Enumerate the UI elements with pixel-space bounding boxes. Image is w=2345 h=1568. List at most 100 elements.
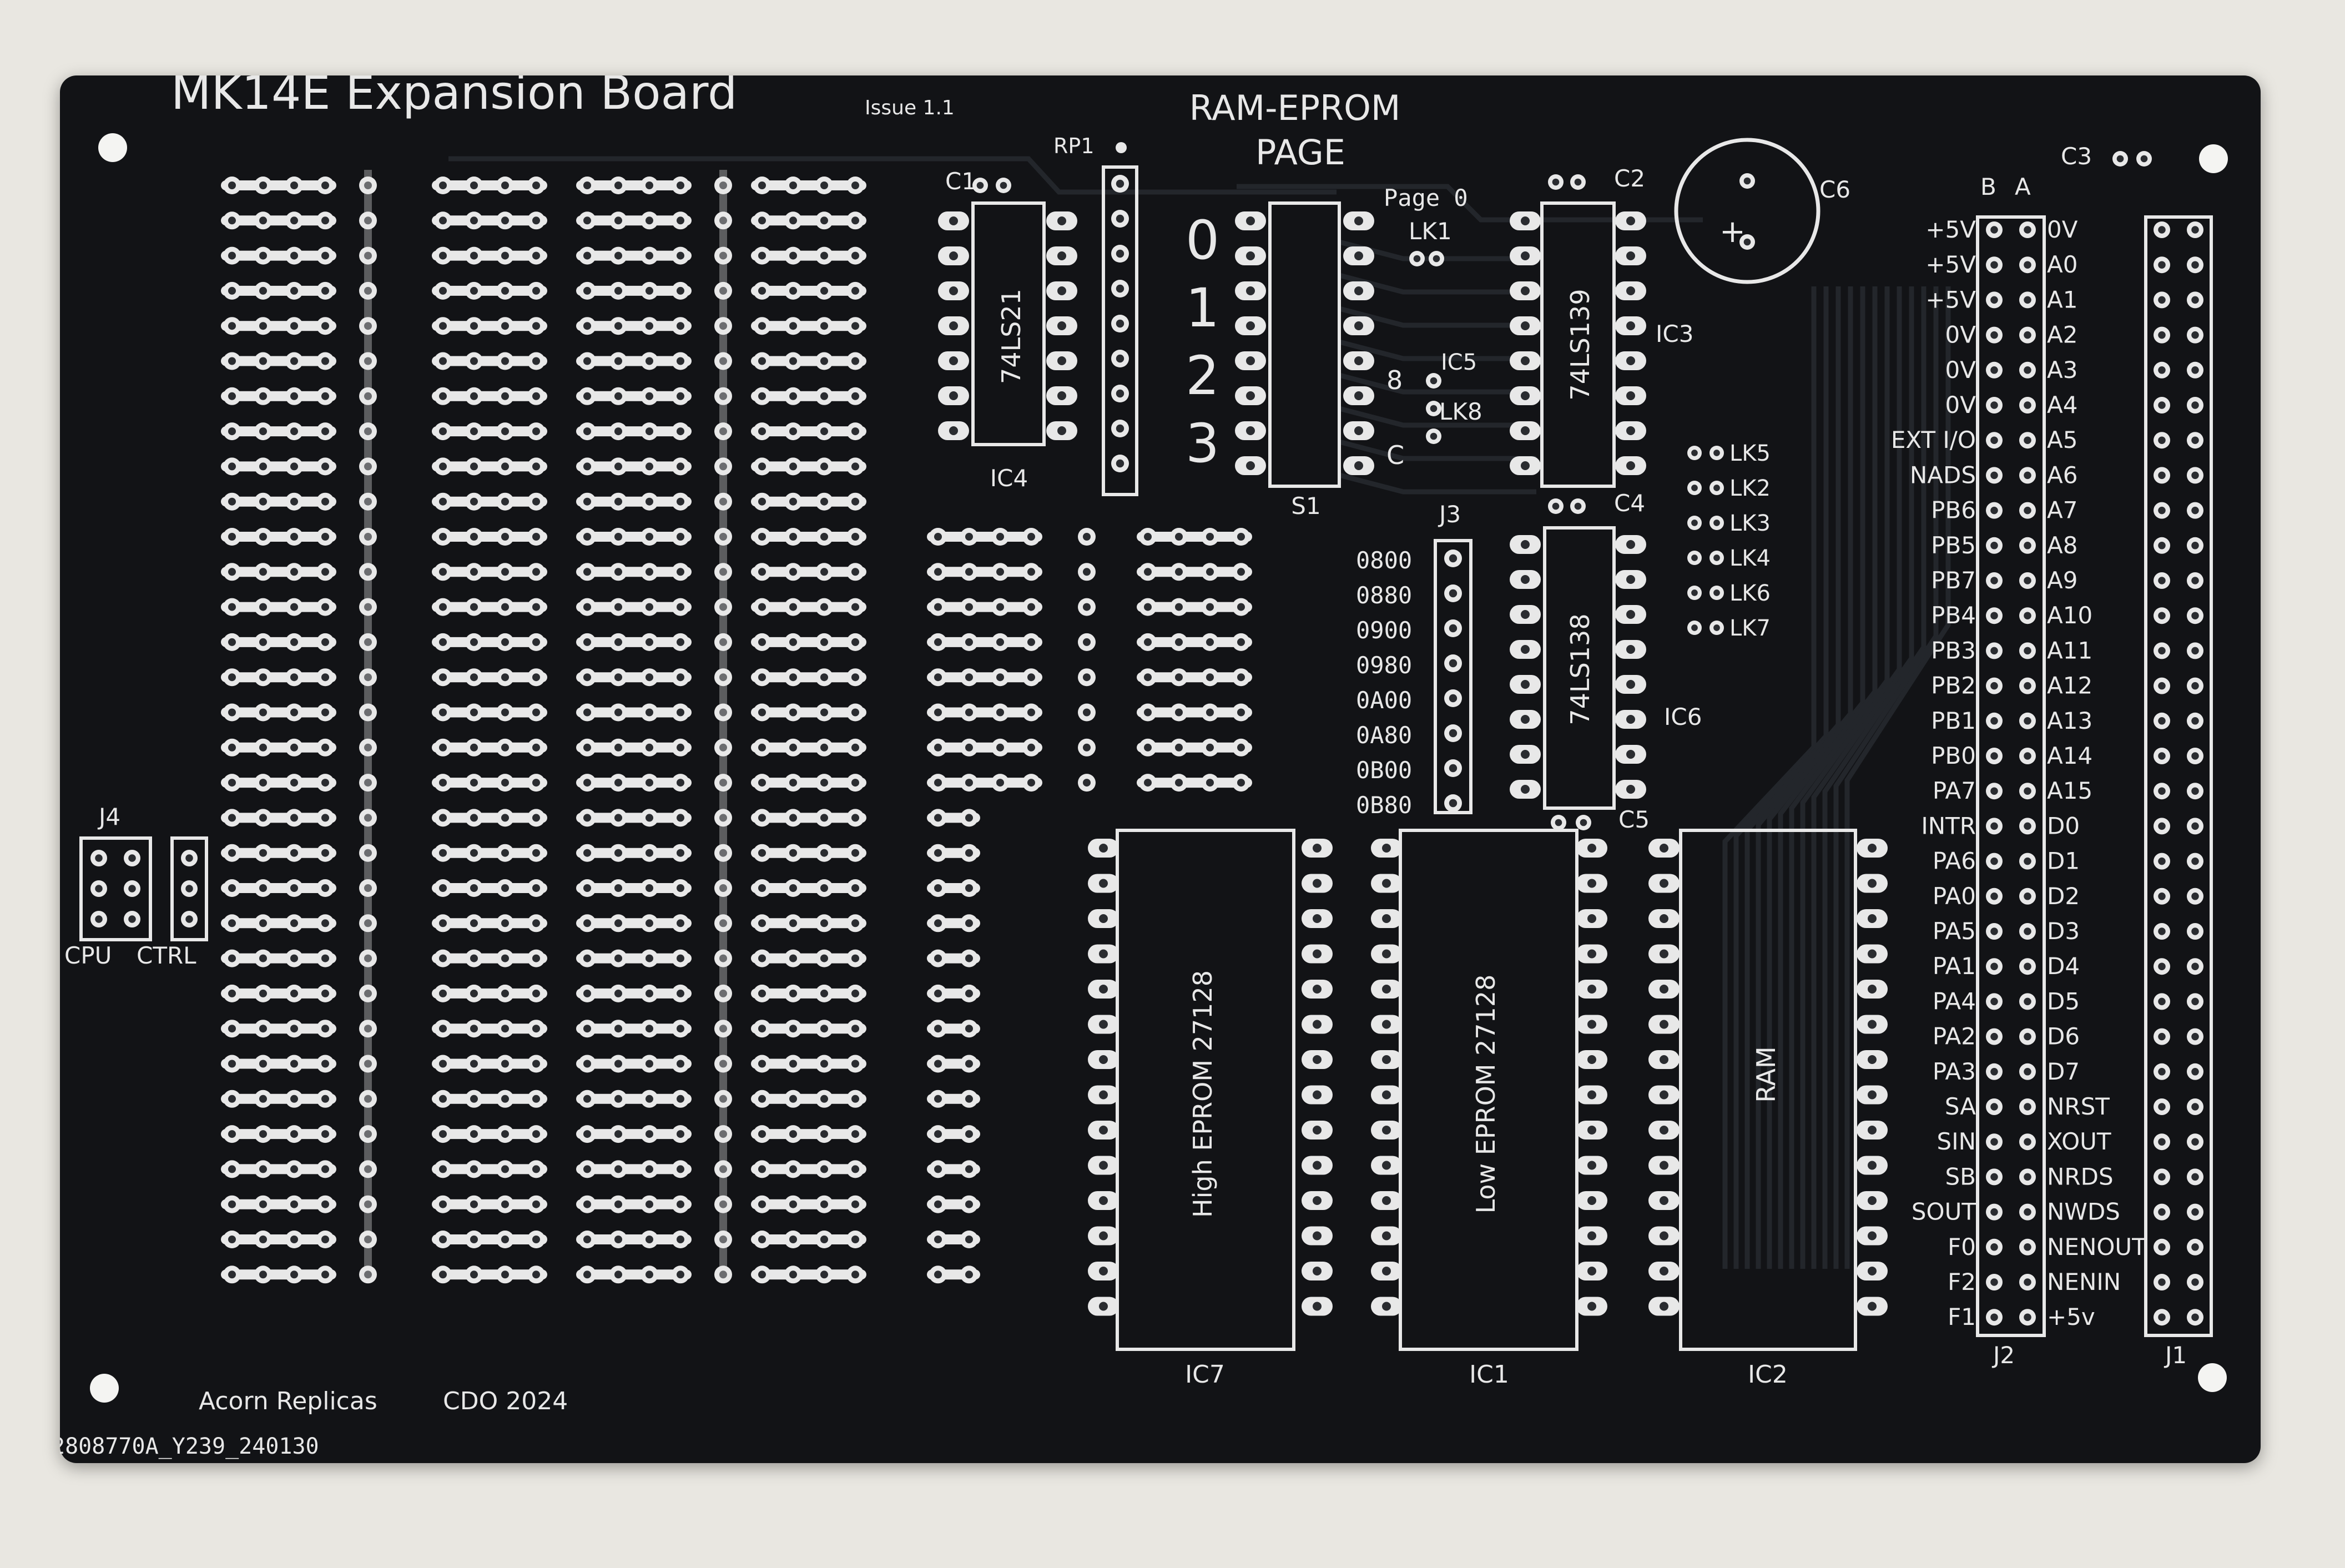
oval-pad bbox=[1235, 456, 1266, 475]
pad-strip bbox=[751, 246, 866, 265]
pad-strip bbox=[432, 703, 547, 722]
oval-pad bbox=[1648, 1262, 1680, 1280]
mounting-holes bbox=[90, 133, 2228, 1403]
j2-a-pin-label: NENIN bbox=[2047, 1268, 2121, 1295]
solder-pad bbox=[2154, 712, 2170, 729]
pad-strip bbox=[221, 246, 336, 265]
solder-pad bbox=[2019, 853, 2036, 870]
pad-strip bbox=[432, 984, 547, 1002]
pad-strip bbox=[432, 1231, 547, 1248]
pad-strip bbox=[751, 563, 866, 581]
pad-strip bbox=[576, 738, 692, 757]
pad-strip bbox=[927, 703, 1042, 722]
oval-pad bbox=[1576, 1015, 1607, 1034]
oval-pad bbox=[1615, 246, 1646, 265]
solder-pad bbox=[2187, 923, 2203, 940]
pad-strip bbox=[751, 1266, 866, 1284]
oval-pad bbox=[1510, 745, 1541, 764]
solder-pad bbox=[1111, 280, 1129, 298]
j2-a-pin-label: NENOUT bbox=[2047, 1233, 2146, 1261]
pad-strip bbox=[432, 352, 547, 370]
pad-strip bbox=[359, 1020, 377, 1038]
oval-pad bbox=[1302, 909, 1333, 928]
s1-ref: S1 bbox=[1291, 492, 1320, 520]
rp1-footprint: RP1 bbox=[1053, 134, 1138, 496]
oval-pad bbox=[1648, 1156, 1680, 1175]
pad-strip bbox=[221, 457, 336, 476]
pad-strip bbox=[432, 879, 547, 897]
pad-strip bbox=[751, 457, 866, 476]
oval-pad bbox=[1576, 909, 1607, 928]
oval-pad bbox=[1615, 745, 1646, 764]
pad-strip bbox=[432, 1160, 547, 1178]
solder-pad bbox=[1444, 689, 1462, 707]
j2-b-pin-label: F2 bbox=[1948, 1268, 1976, 1295]
pad-strip bbox=[359, 633, 377, 651]
pad-strip bbox=[432, 914, 547, 932]
solder-pad bbox=[2019, 1238, 2036, 1256]
j2-b-pin-label: PB4 bbox=[1931, 602, 1976, 629]
oval-pad bbox=[1302, 980, 1333, 999]
oval-pad bbox=[1615, 456, 1646, 475]
solder-pad bbox=[1444, 724, 1462, 742]
pad-strip bbox=[714, 246, 732, 265]
solder-pad bbox=[90, 911, 107, 927]
solder-pad bbox=[1986, 291, 2003, 309]
pad-strip bbox=[751, 774, 866, 792]
pad-strip bbox=[221, 984, 336, 1002]
pad-strip bbox=[221, 738, 336, 757]
solder-pad bbox=[2187, 958, 2203, 975]
pad-strip bbox=[927, 809, 980, 827]
j4-ctrl-label: CTRL bbox=[137, 942, 196, 969]
j4-ref: J4 bbox=[97, 803, 120, 830]
j2-a-pin-label: D2 bbox=[2047, 883, 2080, 910]
solder-pad bbox=[1444, 759, 1462, 777]
solder-pad bbox=[996, 178, 1011, 193]
j2-a-pin-label: XOUT bbox=[2047, 1128, 2111, 1155]
trace bbox=[1338, 472, 1536, 495]
oval-pad bbox=[1046, 316, 1077, 335]
oval-pad bbox=[1648, 909, 1680, 928]
solder-pad bbox=[2154, 888, 2170, 905]
pad-strip bbox=[714, 1020, 732, 1038]
pad-strip bbox=[714, 211, 732, 230]
oval-pad bbox=[1615, 605, 1646, 624]
pad-strip bbox=[576, 844, 692, 862]
oval-pad bbox=[1615, 421, 1646, 440]
solder-pad bbox=[2154, 677, 2170, 694]
solder-pad bbox=[2019, 1098, 2036, 1115]
oval-pad bbox=[1615, 535, 1646, 554]
pad-strip bbox=[221, 914, 336, 932]
oval-pad bbox=[1343, 386, 1374, 405]
oval-pad bbox=[1857, 1191, 1888, 1210]
solder-pad bbox=[1986, 1203, 2003, 1221]
pad-strip bbox=[927, 1266, 980, 1284]
capacitor-labels: C1 C2 C3 C4 C5 C6 + bbox=[945, 138, 2092, 833]
oval-pad bbox=[1088, 1156, 1119, 1175]
oval-pad bbox=[1576, 1085, 1607, 1105]
solder-pad bbox=[2154, 467, 2170, 484]
pad-strip bbox=[221, 281, 336, 300]
solder-pad bbox=[1709, 481, 1724, 495]
pad-strip bbox=[359, 1125, 377, 1143]
pad-strip bbox=[714, 774, 732, 792]
solder-pad bbox=[1687, 586, 1702, 600]
pad-strip bbox=[714, 844, 732, 862]
mounting-hole bbox=[2199, 144, 2228, 173]
oval-pad bbox=[1648, 1015, 1680, 1034]
trace bbox=[448, 156, 1337, 195]
trace bbox=[1338, 306, 1536, 328]
pad-strip bbox=[432, 528, 547, 546]
oval-pad bbox=[1576, 1262, 1607, 1280]
pad-strip bbox=[432, 1090, 547, 1108]
oval-pad bbox=[938, 246, 969, 265]
solder-pad bbox=[1687, 551, 1702, 565]
pad-strip bbox=[432, 211, 547, 230]
solder-pad bbox=[2019, 1168, 2036, 1186]
pcb-silkscreen: MK14E Expansion Board Issue 1.1 RAM-EPRO… bbox=[60, 75, 2228, 1459]
solder-pad bbox=[2154, 748, 2170, 764]
oval-pad bbox=[1302, 1050, 1333, 1069]
page-number-labels: 0 1 2 3 bbox=[1186, 209, 1219, 475]
pad-strip bbox=[714, 457, 732, 476]
pad-strip bbox=[576, 1125, 692, 1143]
